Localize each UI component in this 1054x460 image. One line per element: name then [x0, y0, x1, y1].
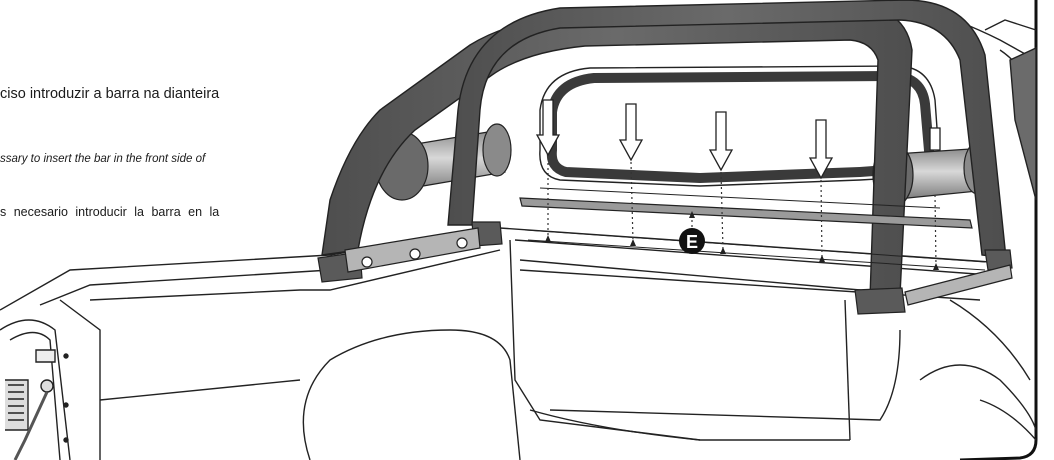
callout-e: E [679, 228, 705, 254]
truck-bed [0, 227, 1011, 460]
arrow-down-icon [708, 111, 734, 172]
instruction-portuguese: ciso introduzir a barra na dianteira [0, 86, 220, 102]
callout-e-label: E [686, 232, 698, 252]
arrow-down-icon [808, 119, 834, 180]
mounting-rail [344, 227, 1013, 306]
truck-cab [899, 0, 1037, 441]
page-border [959, 0, 1038, 460]
instruction-spanish: s necesario introducir la barra en la [0, 205, 220, 219]
arrow-down-icon [535, 99, 561, 157]
arrow-down-icon [618, 103, 644, 162]
guide-lines [547, 158, 937, 267]
tailgate [0, 319, 71, 460]
insertion-arrows [535, 99, 941, 180]
guide-arrowheads [545, 211, 939, 270]
instruction-english: ssary to insert the bar in the front sid… [0, 153, 206, 165]
arrow-down-icon [929, 127, 941, 151]
front-bar [519, 187, 986, 271]
